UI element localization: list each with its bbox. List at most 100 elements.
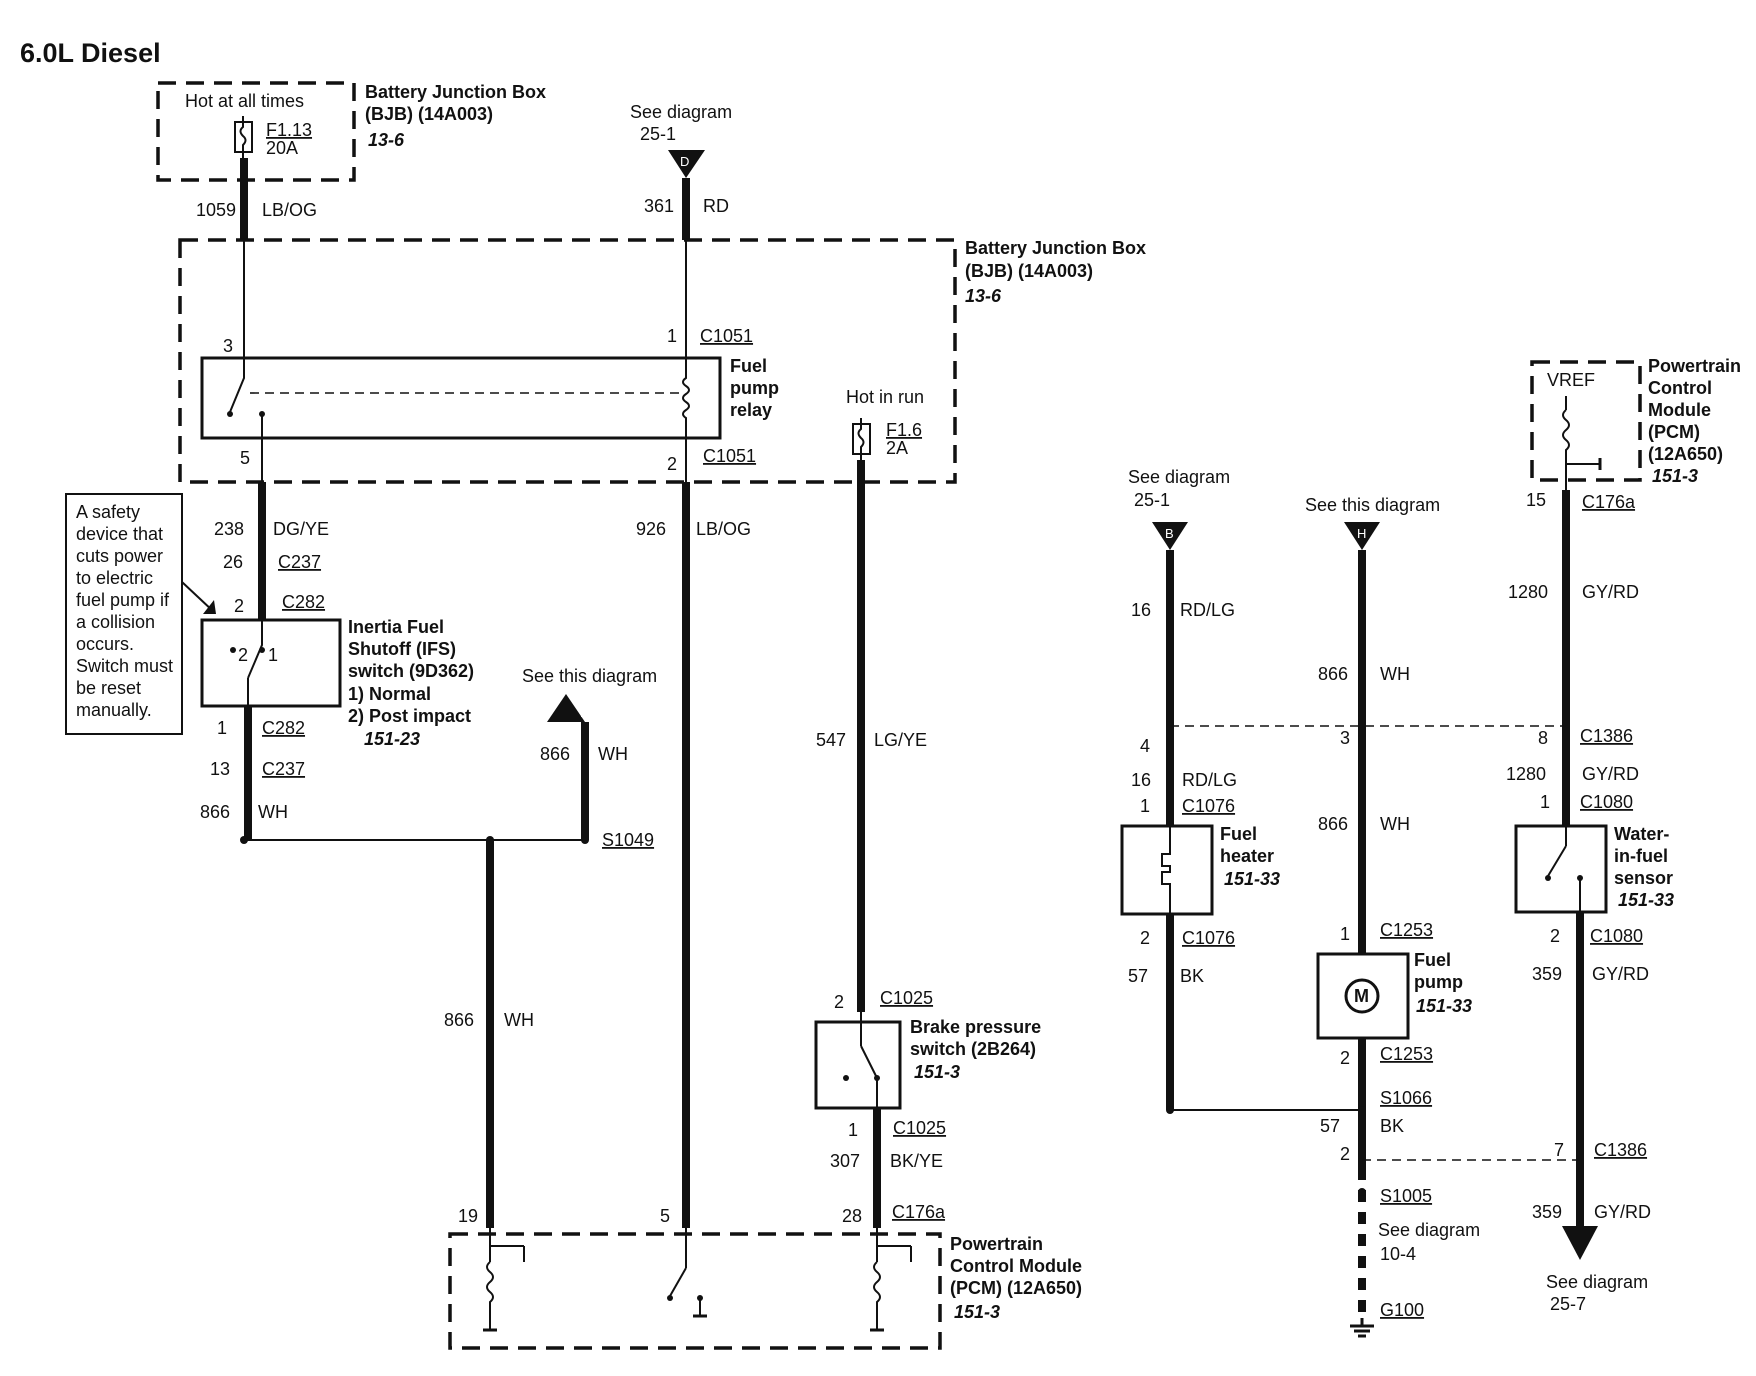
bjb-top-name2: (BJB) (14A003): [365, 104, 493, 124]
wire-361-color: RD: [703, 196, 729, 216]
wire-361-num: 361: [644, 196, 674, 216]
relay-name2: pump: [730, 378, 779, 398]
motor-icon: [1344, 978, 1380, 1014]
ifs-opt1: 1) Normal: [348, 684, 431, 704]
ifs-name3: switch (9D362): [348, 661, 474, 681]
bjb-main-name: Battery Junction Box: [965, 238, 1146, 258]
fuel-pump-name2: pump: [1414, 972, 1463, 992]
fuel-heater: Fuel heater 151-33: [1120, 824, 1280, 916]
ifs-pos-1: 1: [268, 645, 278, 665]
see-h-left-text: See this diagram: [522, 666, 657, 686]
pcm-resistor-c-icon: [873, 1261, 881, 1330]
wire-866-right-mid-num: 866: [1318, 814, 1348, 834]
bjb-main-box: Battery Junction Box (BJB) (14A003) 13-6: [178, 238, 1146, 484]
c237-top-pin: 26: [223, 552, 243, 572]
ifs-pos-2: 2: [238, 645, 248, 665]
fuel-pump-relay: 3 1 C1051 Fuel pump relay 5 2 C1051: [200, 326, 779, 482]
bjb-fuse-box: Hot at all times F1.13 20A Battery Junct…: [156, 81, 546, 182]
c1386-pin-7: 7: [1554, 1140, 1564, 1160]
fuel-heater-name1: Fuel: [1220, 824, 1257, 844]
c237-top-conn: C237: [278, 552, 321, 572]
see-d-ref: 25-1: [640, 124, 676, 144]
fuse-f1-13-icon: [234, 116, 253, 158]
wire-16-top-num: 16: [1131, 600, 1151, 620]
wire-1280-mid-color: GY/RD: [1582, 764, 1639, 784]
note-line-10: manually.: [76, 700, 152, 720]
relay-pin-2: 2: [667, 454, 677, 474]
c1080-top-pin: 1: [1540, 792, 1550, 812]
c1253-top-pin: 1: [1340, 924, 1350, 944]
wire-359-top-num: 359: [1532, 964, 1562, 984]
note-line-7: occurs.: [76, 634, 134, 654]
pcm-right-resistor-icon: [1562, 409, 1570, 490]
wire-866-left-num: 866: [200, 802, 230, 822]
wire-547-num: 547: [816, 730, 846, 750]
arrow-down-icon: [1562, 1226, 1598, 1260]
pcm-right-name3: Module: [1648, 400, 1711, 420]
pcm-switch-icon: [669, 1267, 687, 1297]
relay-pin-3: 3: [223, 336, 233, 356]
bps-switch-icon: [860, 1045, 878, 1079]
bjb-top-ref: 13-6: [368, 130, 405, 150]
wire-866-right-top-num: 866: [1318, 664, 1348, 684]
pcm-bottom-ref: 151-3: [954, 1302, 1000, 1322]
wire-238-color: DG/YE: [273, 519, 329, 539]
pcm-right-vref: VREF: [1547, 370, 1595, 390]
c1386-top-conn: C1386: [1580, 726, 1633, 746]
see-b-ref: 25-1: [1134, 490, 1170, 510]
c1386-pin-2: 2: [1340, 1144, 1350, 1164]
note-line-2: device that: [76, 524, 163, 544]
relay-switch-icon: [229, 358, 245, 413]
fuse-f1-6-amps: 2A: [886, 438, 908, 458]
wire-307-num: 307: [830, 1151, 860, 1171]
see-diagram-d: See diagram 25-1 D: [630, 102, 732, 178]
fuel-heater-body: [1120, 824, 1214, 916]
note-line-9: be reset: [76, 678, 141, 698]
pcm-right-outline: [1530, 360, 1642, 482]
c1386-pin-8: 8: [1538, 728, 1548, 748]
safety-note: A safety device that cuts power to elect…: [65, 493, 216, 735]
ifs-name2: Shutoff (IFS): [348, 639, 456, 659]
hot-in-run-fuse: Hot in run F1.6 2A: [846, 387, 924, 460]
fuse-f1-6-label: F1.6: [886, 420, 922, 440]
note-line-8: Switch must: [76, 656, 173, 676]
c1386-pin-4: 4: [1140, 736, 1150, 756]
ifs-ref: 151-23: [364, 729, 420, 749]
note-line-6: a collision: [76, 612, 155, 632]
relay-body: [200, 356, 722, 440]
wif-name2: in-fuel: [1614, 846, 1668, 866]
see-diagram-b: See diagram 25-1 B: [1128, 467, 1230, 550]
fuel-pump-motor: M: [1354, 986, 1369, 1006]
c1080-bottom-pin: 2: [1550, 926, 1560, 946]
wire-1059-num: 1059: [196, 200, 236, 220]
fuel-pump: 1 C1253 M Fuel pump 151-33 2 C1253: [1316, 920, 1472, 1068]
connector-h-right-icon: [1344, 522, 1380, 550]
note-line-3: cuts power: [76, 546, 163, 566]
inertia-fuel-shutoff-switch: 2 1 Inertia Fuel Shutoff (IFS) switch (9…: [200, 617, 474, 749]
wire-1280-mid-num: 1280: [1506, 764, 1546, 784]
ifs-switch-icon: [247, 620, 263, 679]
page-title: 6.0L Diesel: [20, 38, 161, 68]
brake-pressure-switch: 2 C1025 Brake pressure switch (2B264) 15…: [814, 988, 1041, 1140]
pcm-bottom-name2: Control Module: [950, 1256, 1082, 1276]
c282-top-conn: C282: [282, 592, 325, 612]
see-25-7-text: See diagram: [1546, 1272, 1648, 1292]
bps-name2: switch (2B264): [910, 1039, 1036, 1059]
relay-pin-1: 1: [667, 326, 677, 346]
pcm-bottom-conn: C176a: [892, 1202, 946, 1222]
pcm-pin-19: 19: [458, 1206, 478, 1226]
bjb-top-name: Battery Junction Box: [365, 82, 546, 102]
c1080-top-conn: C1080: [1580, 792, 1633, 812]
fuel-heater-name2: heater: [1220, 846, 1274, 866]
hot-at-all-times-label: Hot at all times: [185, 91, 304, 111]
pcm-right: VREF Powertrain Control Module (PCM) (12…: [1526, 356, 1741, 512]
bjb-main-outline: [178, 238, 957, 484]
wire-1059-color: LB/OG: [262, 200, 317, 220]
pcm-right-name5: (12A650): [1648, 444, 1723, 464]
wire-866-left-color: WH: [258, 802, 288, 822]
bjb-fuse-box-outline: [156, 81, 356, 182]
c237-bottom-pin: 13: [210, 759, 230, 779]
pcm-right-name4: (PCM): [1648, 422, 1700, 442]
ifs-body: [200, 618, 342, 708]
relay-pin-5: 5: [240, 448, 250, 468]
